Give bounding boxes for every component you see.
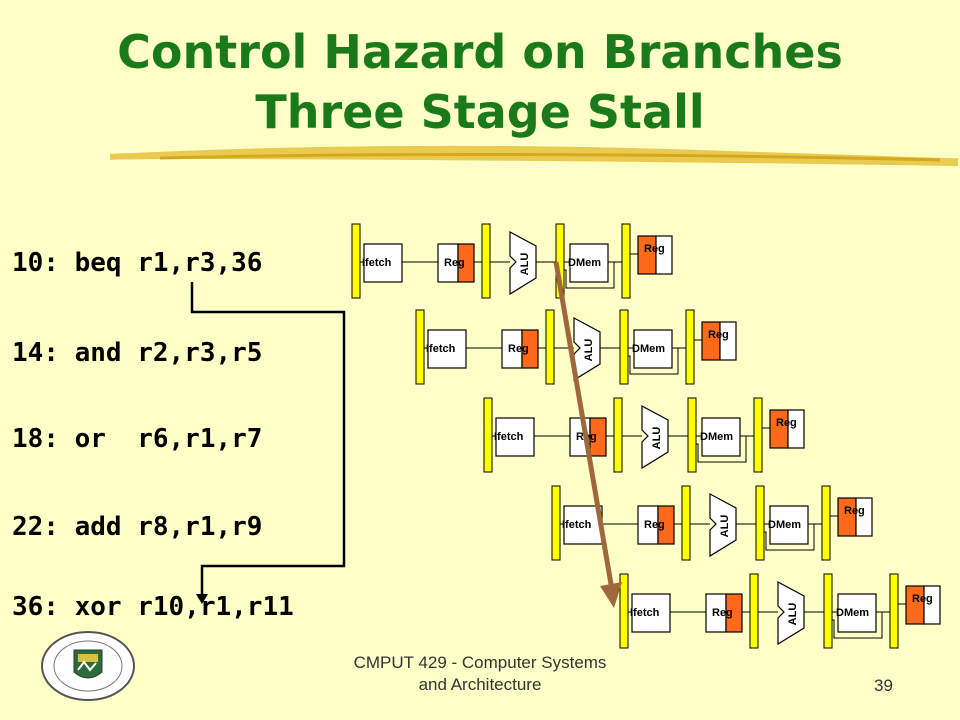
pipeline-latch	[481, 223, 491, 299]
dmem-box	[569, 243, 609, 283]
reg-write-box	[923, 585, 941, 625]
page-number: 39	[874, 676, 893, 695]
pipeline-latch	[483, 397, 493, 473]
slide-title-line1: Control Hazard on Branches	[117, 25, 843, 79]
reg-write-label: Reg	[644, 243, 665, 255]
reg-read-active-half	[657, 505, 675, 545]
reg-read-label: Reg	[508, 343, 529, 355]
dmem-box	[633, 329, 673, 369]
pipeline-latch	[749, 573, 759, 649]
dmem-box	[837, 593, 877, 633]
ifetch-label: Ifetch	[362, 257, 392, 269]
footer-line2: and Architecture	[418, 675, 542, 694]
dmem-box	[701, 417, 741, 457]
dmem-label: DMem	[836, 607, 869, 619]
alu-unit	[777, 580, 805, 646]
ifetch-box	[427, 329, 467, 369]
reg-read-active-half	[521, 329, 539, 369]
dmem-label: DMem	[632, 343, 665, 355]
footer-course: CMPUT 429 - Computer Systems and Archite…	[300, 652, 660, 696]
reg-write-box	[719, 321, 737, 361]
pipeline-latch	[619, 309, 629, 385]
title-underline	[110, 145, 960, 166]
alu-label: ALU	[787, 603, 799, 626]
ifetch-label: Ifetch	[494, 431, 524, 443]
reg-write-box	[787, 409, 805, 449]
reg-write-active-half	[701, 321, 721, 361]
reg-write-active-half	[637, 235, 657, 275]
ifetch-label: Ifetch	[630, 607, 660, 619]
instruction-beq: 10: beq r1,r3,36	[12, 248, 263, 278]
reg-write-active-half	[905, 585, 925, 625]
footer-line1: CMPUT 429 - Computer Systems	[353, 653, 607, 672]
reg-write-active-half	[769, 409, 789, 449]
alu-label: ALU	[583, 339, 595, 362]
dmem-label: DMem	[768, 519, 801, 531]
pipeline-latch	[687, 397, 697, 473]
reg-write-label: Reg	[912, 593, 933, 605]
reg-write-label: Reg	[708, 329, 729, 341]
instruction-and: 14: and r2,r3,r5	[12, 338, 263, 368]
ifetch-box	[631, 593, 671, 633]
branch-target-arrow	[190, 282, 346, 604]
reg-read-active-half	[589, 417, 607, 457]
slide-title-line2: Three Stage Stall	[255, 85, 705, 139]
stall-dependency-arrow	[553, 261, 622, 608]
pipeline-latch	[551, 485, 561, 561]
alu-label: ALU	[519, 253, 531, 276]
alu-unit	[641, 404, 669, 470]
dmem-label: DMem	[700, 431, 733, 443]
university-seal-logo	[41, 631, 135, 701]
reg-read-label: Reg	[712, 607, 733, 619]
reg-read-label: Reg	[644, 519, 665, 531]
pipeline-latch	[351, 223, 361, 299]
reg-write-active-half	[837, 497, 857, 537]
instruction-or: 18: or r6,r1,r7	[12, 424, 263, 454]
dmem-box	[769, 505, 809, 545]
ifetch-label: Ifetch	[426, 343, 456, 355]
pipeline-latch	[755, 485, 765, 561]
instruction-xor: 36: xor r10,r1,r11	[12, 592, 294, 622]
pipeline-latch	[613, 397, 623, 473]
reg-write-box	[655, 235, 673, 275]
reg-write-box	[855, 497, 873, 537]
pipeline-latch	[823, 573, 833, 649]
reg-read-active-half	[725, 593, 743, 633]
dmem-label: DMem	[568, 257, 601, 269]
pipeline-latch	[415, 309, 425, 385]
reg-write-label: Reg	[844, 505, 865, 517]
pipeline-latch	[621, 223, 631, 299]
reg-read-active-half	[457, 243, 475, 283]
ifetch-box	[495, 417, 535, 457]
ifetch-box	[363, 243, 403, 283]
reg-write-label: Reg	[776, 417, 797, 429]
pipeline-latch	[753, 397, 763, 473]
pipeline-latch	[889, 573, 899, 649]
reg-read-label: Reg	[444, 257, 465, 269]
pipeline-latch	[619, 573, 629, 649]
pipeline-latch	[821, 485, 831, 561]
alu-unit	[509, 230, 537, 296]
pipeline-latch	[685, 309, 695, 385]
alu-label: ALU	[651, 427, 663, 450]
alu-unit	[709, 492, 737, 558]
alu-label: ALU	[719, 515, 731, 538]
ifetch-label: Ifetch	[562, 519, 592, 531]
instruction-add: 22: add r8,r1,r9	[12, 512, 263, 542]
pipeline-latch	[545, 309, 555, 385]
pipeline-latch	[681, 485, 691, 561]
